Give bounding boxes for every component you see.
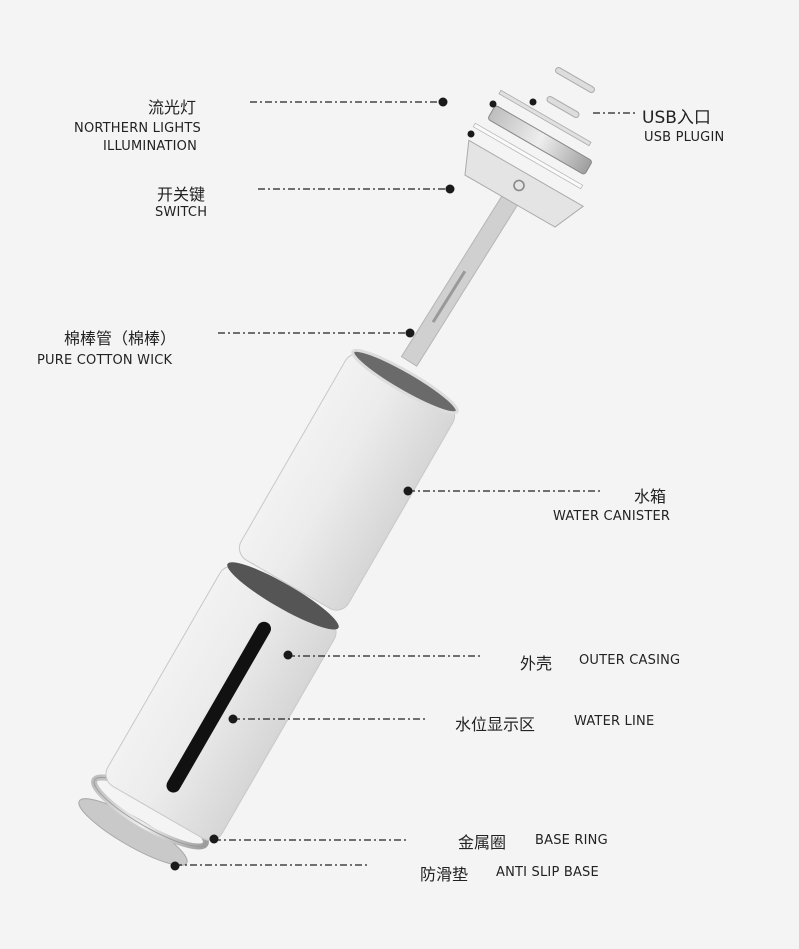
switch-zh: 开关键 [157,185,206,204]
usb-cap-2 [555,67,595,93]
water-canister [238,348,459,611]
anti-slip-base [78,798,188,866]
anti-slip-en: ANTI SLIP BASE [496,865,599,880]
water-line-zh: 水位显示区 [455,715,536,734]
outer-casing [105,562,339,841]
northern-lights-en-2: ILLUMINATION [103,139,197,154]
light-ring-thin [472,122,584,190]
usb-cap-1 [546,96,580,118]
cotton-wick-tube [400,189,522,367]
switch-en: SWITCH [155,205,208,220]
power-icon [513,179,525,192]
canister-zh: 水箱 [634,487,667,506]
water-line-en: WATER LINE [574,714,655,729]
callout-dots [170,97,537,871]
northern-lights-en-1: NORTHERN LIGHTS [74,121,201,136]
northern-lights-zh: 流光灯 [148,98,197,117]
anti-slip-zh: 防滑垫 [420,865,469,884]
diffuser-disc [498,89,592,147]
usb-en: USB PLUGIN [644,130,725,145]
canister-en: WATER CANISTER [553,509,671,524]
leader-lines [175,101,636,866]
base-ring-zh: 金属圈 [458,833,507,852]
casing-en: OUTER CASING [579,653,681,668]
base-ring-en: BASE RING [535,833,608,848]
light-ring-metal [488,105,592,175]
wick-zh: 棉棒管（棉棒） [64,329,177,348]
water-line-window [166,621,271,793]
wick-en: PURE COTTON WICK [37,353,173,368]
casing-zh: 外壳 [520,654,553,673]
switch-plate [464,139,585,228]
usb-zh: USB入口 [642,108,711,128]
